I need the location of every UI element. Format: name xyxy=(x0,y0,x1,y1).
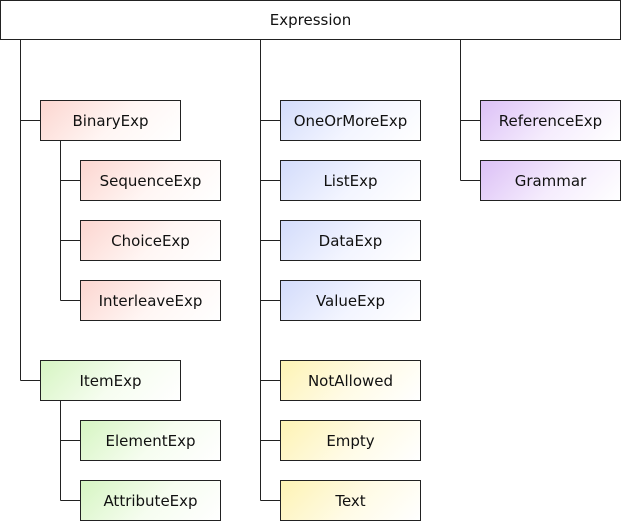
node-element-exp: ElementExp xyxy=(80,420,221,461)
node-list-exp: ListExp xyxy=(280,160,421,201)
node-reference-exp: ReferenceExp xyxy=(480,100,621,141)
node-sequence-exp: SequenceExp xyxy=(80,160,221,201)
node-value-exp: ValueExp xyxy=(280,280,421,321)
node-interleave-exp: InterleaveExp xyxy=(80,280,221,321)
node-one-or-more-exp: OneOrMoreExp xyxy=(280,100,421,141)
node-choice-exp: ChoiceExp xyxy=(80,220,221,261)
node-item-exp: ItemExp xyxy=(40,360,181,401)
node-empty: Empty xyxy=(280,420,421,461)
node-data-exp: DataExp xyxy=(280,220,421,261)
node-expression: Expression xyxy=(0,0,621,40)
node-text: Text xyxy=(280,480,421,521)
node-grammar: Grammar xyxy=(480,160,621,201)
node-attribute-exp: AttributeExp xyxy=(80,480,221,521)
node-not-allowed: NotAllowed xyxy=(280,360,421,401)
node-binary-exp: BinaryExp xyxy=(40,100,181,141)
